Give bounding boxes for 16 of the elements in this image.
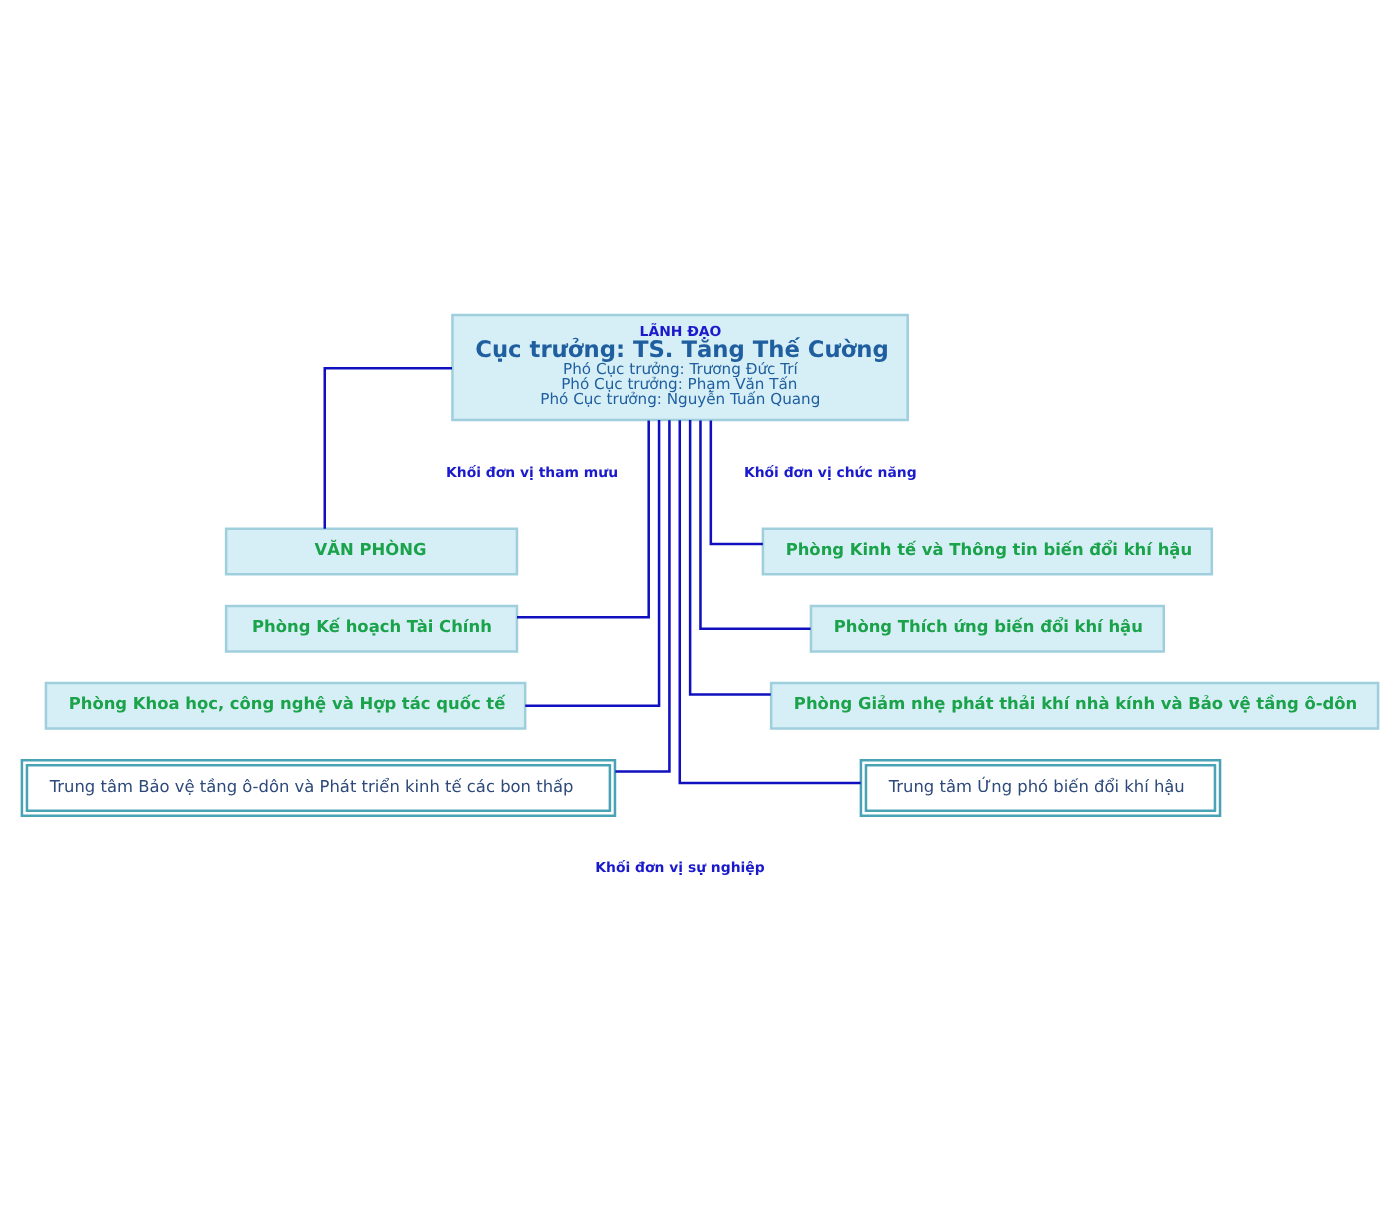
node-box: Phòng Kinh tế và Thông tin biến đổi khí hậu — [761, 527, 1214, 576]
node-box: Trung tâm Ứng phó biến đổi khí hậu — [859, 758, 1222, 818]
connector — [323, 366, 453, 529]
node-box: Phòng Kế hoạch Tài Chính — [224, 604, 519, 653]
node-box: Phòng Giảm nhẹ phát thải khí nhà kính và Bảo vệ tầng ô-dôn — [769, 681, 1380, 730]
node-box: Trung tâm Bảo vệ tầng ô-dôn và Phát triển kinh tế các bon thấp — [20, 758, 617, 818]
connector — [678, 420, 861, 785]
connector — [525, 420, 661, 708]
connector — [709, 420, 763, 546]
connector — [699, 420, 811, 630]
connector — [688, 420, 771, 696]
node-box: Phòng Khoa học, công nghệ và Hợp tác quốc tế — [44, 681, 527, 730]
node-box: VĂN PHÒNG — [224, 527, 519, 576]
node-box: Phòng Thích ứng biến đổi khí hậu — [809, 604, 1166, 653]
connector — [517, 420, 650, 619]
connector — [615, 420, 671, 773]
